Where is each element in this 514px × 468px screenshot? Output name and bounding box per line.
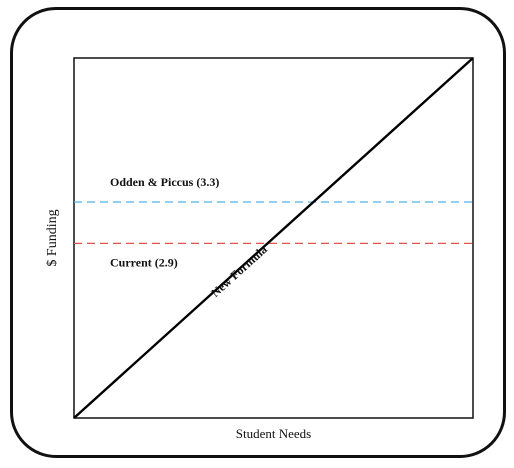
new-formula-line: [73, 57, 474, 419]
chart-frame: [10, 7, 506, 458]
odden-piccus-label: Odden & Piccus (3.3): [110, 175, 219, 189]
current-label: Current (2.9): [110, 255, 178, 269]
y-axis-label: $ Funding: [45, 209, 60, 266]
new-formula-label: New Formula: [208, 242, 270, 300]
plot-area: [73, 57, 474, 419]
x-axis-label: Student Needs: [236, 426, 311, 441]
